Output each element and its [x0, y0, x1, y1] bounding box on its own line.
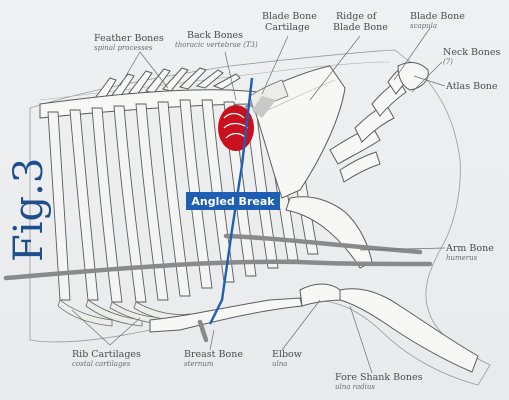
label-neck-bones-sub: (7) [443, 58, 453, 66]
label-ridge-line1: Ridge of [336, 11, 378, 22]
label-neck-bones-title: Neck Bones [443, 47, 500, 58]
label-breast-bone: Breast Bone sternum [184, 349, 243, 368]
label-blade-bone-title: Blade Bone [410, 11, 465, 22]
label-atlas-bone: Atlas Bone [445, 81, 498, 92]
label-rib-cartilages: Rib Cartilages costal cartilages [72, 349, 141, 368]
angled-break-label: Angled Break [191, 195, 275, 208]
label-fore-shank-bones: Fore Shank Bones ulna radius [335, 372, 423, 391]
cut-line-ventral [197, 319, 209, 343]
label-arm-bone-sub: humerus [446, 254, 478, 262]
angled-break-badge [186, 192, 280, 210]
arm-bone-shape [285, 196, 373, 269]
fore-shank-bones-shape [339, 288, 479, 373]
label-arm-bone-title: Arm Bone [445, 243, 494, 254]
cut-line-lower [3, 259, 433, 281]
label-feather-bones-title: Feather Bones [94, 33, 164, 44]
label-feather-bones-sub: spinal processes [94, 44, 153, 52]
label-rib-cartilages-sub: costal cartilages [72, 360, 131, 368]
label-back-bones-sub: thoracic vertebrae (T3) [175, 41, 258, 49]
label-ridge-line2: Blade Bone [333, 22, 388, 33]
label-back-bones: Back Bones thoracic vertebrae (T3) [175, 30, 258, 49]
label-blade-bone-sub: scapula [410, 22, 437, 30]
label-arm-bone: Arm Bone humerus [445, 243, 494, 262]
label-blade-bone-cartilage: Blade Bone Cartilage [262, 11, 317, 33]
label-back-bones-title: Back Bones [187, 30, 243, 41]
label-elbow-title: Elbow [272, 349, 302, 360]
label-feather-bones: Feather Bones spinal processes [94, 33, 164, 52]
label-blade-bone: Blade Bone scapula [410, 11, 465, 30]
label-blade-bone-cartilage-line1: Blade Bone [262, 11, 317, 22]
elbow-shape [299, 283, 346, 307]
label-ridge-of-blade-bone: Ridge of Blade Bone [333, 11, 388, 33]
label-elbow-sub: ulna [272, 360, 287, 368]
angled-break-line [208, 77, 254, 325]
label-breast-bone-title: Breast Bone [184, 349, 243, 360]
label-fore-shank-sub: ulna radius [335, 383, 375, 391]
label-rib-cartilages-title: Rib Cartilages [72, 349, 141, 360]
leader-lines [71, 27, 446, 374]
ridge-of-blade-bone-line [267, 79, 336, 111]
cut-line-chuck [223, 233, 423, 255]
label-atlas-bone-title: Atlas Bone [445, 81, 498, 92]
figure-label: Fig.3 [6, 158, 52, 262]
label-fore-shank-title: Fore Shank Bones [335, 372, 423, 383]
label-elbow: Elbow ulna [272, 349, 302, 368]
label-neck-bones: Neck Bones (7) [443, 47, 500, 66]
label-breast-bone-sub: sternum [184, 360, 214, 368]
label-blade-bone-cartilage-line2: Cartilage [265, 22, 310, 33]
blade-cartilage-grey-mark [252, 96, 276, 118]
